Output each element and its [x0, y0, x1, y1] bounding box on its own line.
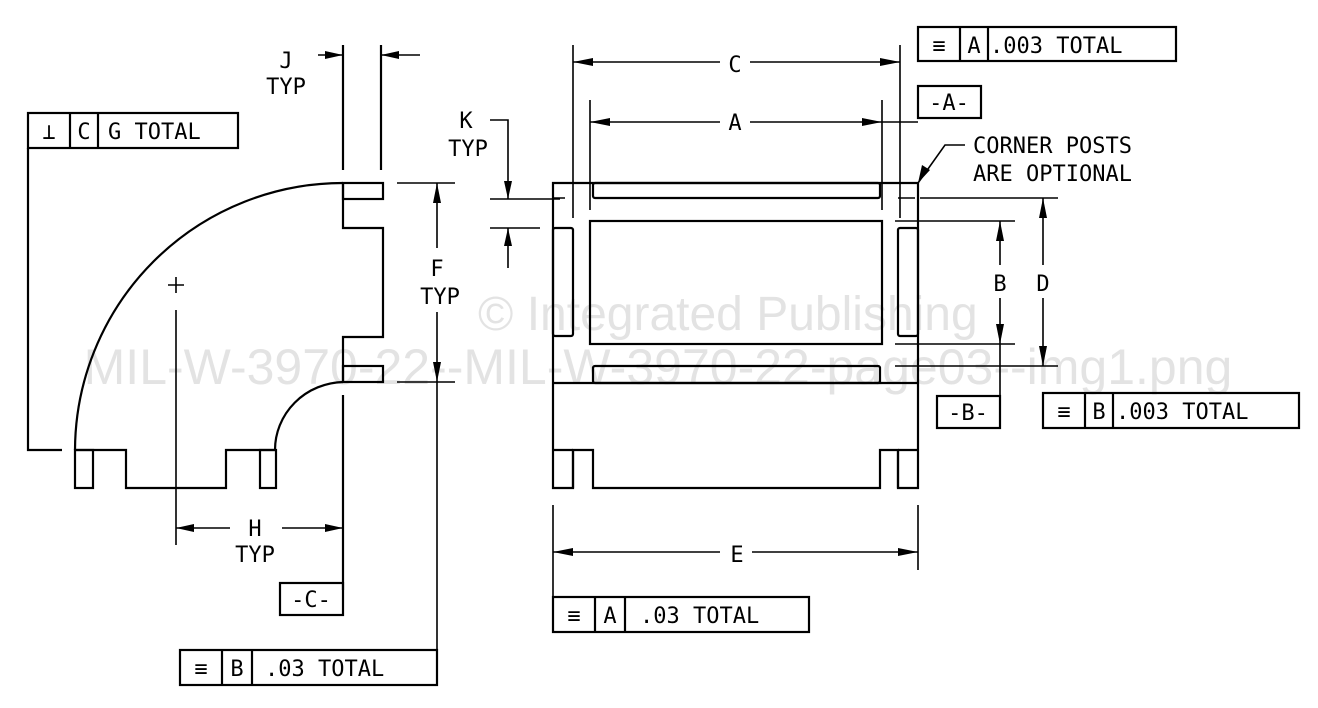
dim-k-typ: TYP	[448, 137, 488, 162]
control-frames-sym-b-right-symbol: ≡	[1057, 400, 1070, 425]
control-frames-perp-c-datum: C	[77, 120, 90, 145]
datum-c-box	[278, 581, 345, 617]
dim-j-label: J	[279, 49, 292, 74]
control-frames-sym-b-right-datum: B	[1092, 400, 1105, 425]
elbow-bottom-face	[75, 448, 275, 490]
bottom-tab-left	[73, 448, 95, 490]
dim-e-label: E	[730, 543, 743, 568]
control-frames-sym-a-bottom-symbol: ≡	[567, 604, 580, 629]
datum-c: -C-	[291, 588, 331, 613]
dim-k-label: K	[459, 109, 473, 134]
bottom-tab-right	[258, 448, 278, 490]
note-line1: CORNER POSTS	[973, 134, 1132, 159]
fcf-sym-a-bottom: ≡ A .03 TOTAL	[551, 595, 811, 634]
datum-a: -A-	[929, 91, 969, 116]
fcf-sym-a-top: ≡ A .003 TOTAL	[916, 25, 1178, 63]
end-tab-bottom	[341, 364, 385, 384]
elbow-view	[26, 45, 385, 590]
dim-a-label: A	[728, 111, 741, 136]
dim-c-label: C	[728, 53, 741, 78]
control-frames-perp-c-tol: G TOTAL	[108, 120, 201, 145]
control-frames-sym-a-bottom-tol: .03 TOTAL	[640, 604, 759, 629]
center-mark	[168, 277, 184, 545]
watermark-line1: © Integrated Publishing	[478, 288, 978, 341]
control-frames-sym-a-top-tol: .003 TOTAL	[990, 34, 1122, 59]
fcf-perp-c: ⊥ C G TOTAL	[26, 111, 240, 150]
elbow-end-face	[341, 183, 385, 382]
dim-j-typ: TYP	[266, 75, 306, 100]
dim-d-label: D	[1036, 272, 1049, 297]
dim-h-label: H	[248, 517, 261, 542]
datum-a-box	[916, 84, 983, 120]
control-frames-sym-b-bottom-symbol: ≡	[194, 657, 207, 682]
datum-c-leader	[26, 148, 62, 452]
note-line2: ARE OPTIONAL	[973, 162, 1132, 187]
dim-b-label: B	[993, 272, 1006, 297]
control-frames-sym-a-top-datum: A	[967, 34, 980, 59]
outer-arc	[73, 181, 344, 451]
dim-f-label: F	[430, 257, 443, 282]
end-tab-top	[341, 181, 385, 201]
control-frames-sym-b-right-tol: .003 TOTAL	[1116, 400, 1248, 425]
inner-arc	[273, 380, 344, 451]
datum-b: -B-	[948, 401, 988, 426]
control-frames-sym-b-bottom-tol: .03 TOTAL	[265, 657, 384, 682]
fcf-sym-b-right: ≡ B .003 TOTAL	[1041, 391, 1301, 430]
fcf-sym-b-bottom: ≡ B .03 TOTAL	[178, 648, 439, 687]
dim-f-typ: TYP	[420, 285, 460, 310]
control-frames-sym-a-top-symbol: ≡	[932, 34, 945, 59]
dim-h-typ: TYP	[235, 543, 275, 568]
front-view	[551, 181, 920, 490]
extension-lines	[341, 45, 383, 590]
datum-b-box	[935, 394, 1002, 430]
control-frames-perp-c-symbol: ⊥	[42, 120, 55, 145]
control-frames-sym-a-bottom-datum: A	[603, 604, 616, 629]
control-frames-sym-b-bottom-datum: B	[230, 657, 243, 682]
